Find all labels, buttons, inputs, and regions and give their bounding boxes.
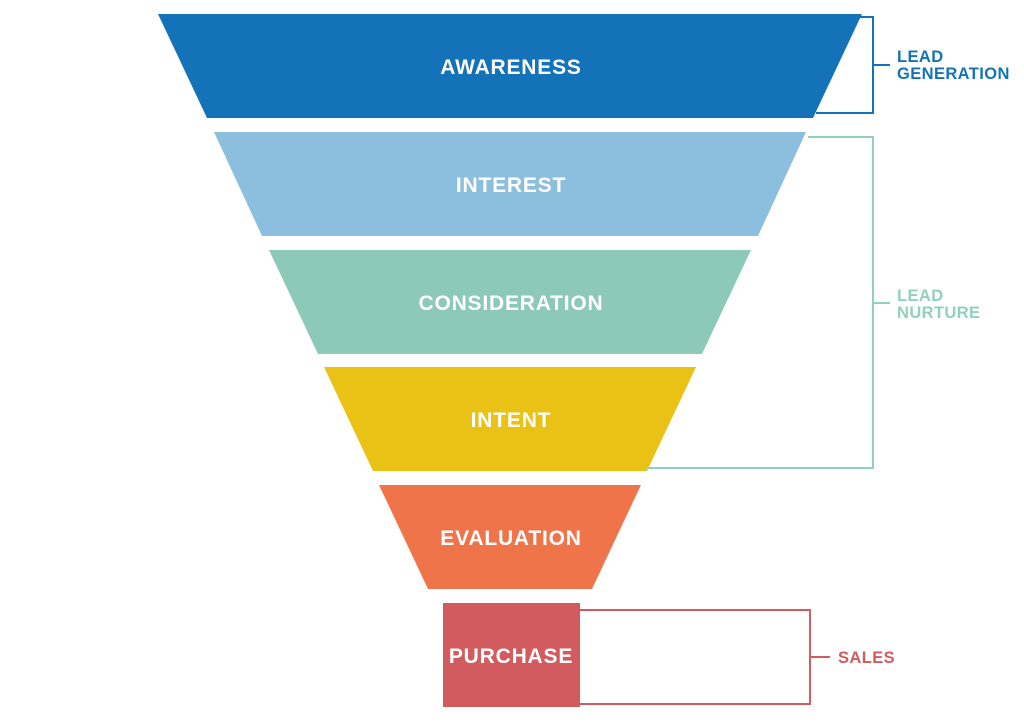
stage-label-awareness: AWARENESS <box>440 56 581 79</box>
bracket-label-lead-generation-line2: GENERATION <box>897 65 1010 83</box>
funnel-stage-consideration <box>269 250 751 354</box>
bracket-lead-nurture: LEAD NURTURE <box>645 136 980 469</box>
bracket-label-lead-nurture-line2: NURTURE <box>897 304 980 322</box>
bracket-label-lead-nurture-line1: LEAD <box>897 287 944 305</box>
stage-label-interest: INTEREST <box>456 174 566 197</box>
funnel-stage-evaluation <box>379 485 641 589</box>
bracket-lead-generation: LEAD GENERATION <box>816 16 1010 114</box>
stage-label-consideration: CONSIDERATION <box>418 292 603 315</box>
funnel-stage-interest <box>214 132 806 236</box>
funnel-stage-purchase <box>443 603 580 707</box>
bracket-sales: SALES <box>580 609 895 705</box>
bracket-sales-line <box>580 609 811 705</box>
funnel-stages: AWARENESS INTEREST CONSIDERATION INTENT … <box>158 14 862 707</box>
bracket-label-sales: SALES <box>838 649 895 667</box>
funnel-stage-awareness <box>158 14 862 118</box>
bracket-label-lead-generation-line1: LEAD <box>897 48 944 66</box>
stage-label-intent: INTENT <box>471 409 552 432</box>
stage-label-purchase: PURCHASE <box>449 645 573 668</box>
funnel-stage-intent <box>324 367 696 471</box>
stage-label-evaluation: EVALUATION <box>440 527 581 550</box>
